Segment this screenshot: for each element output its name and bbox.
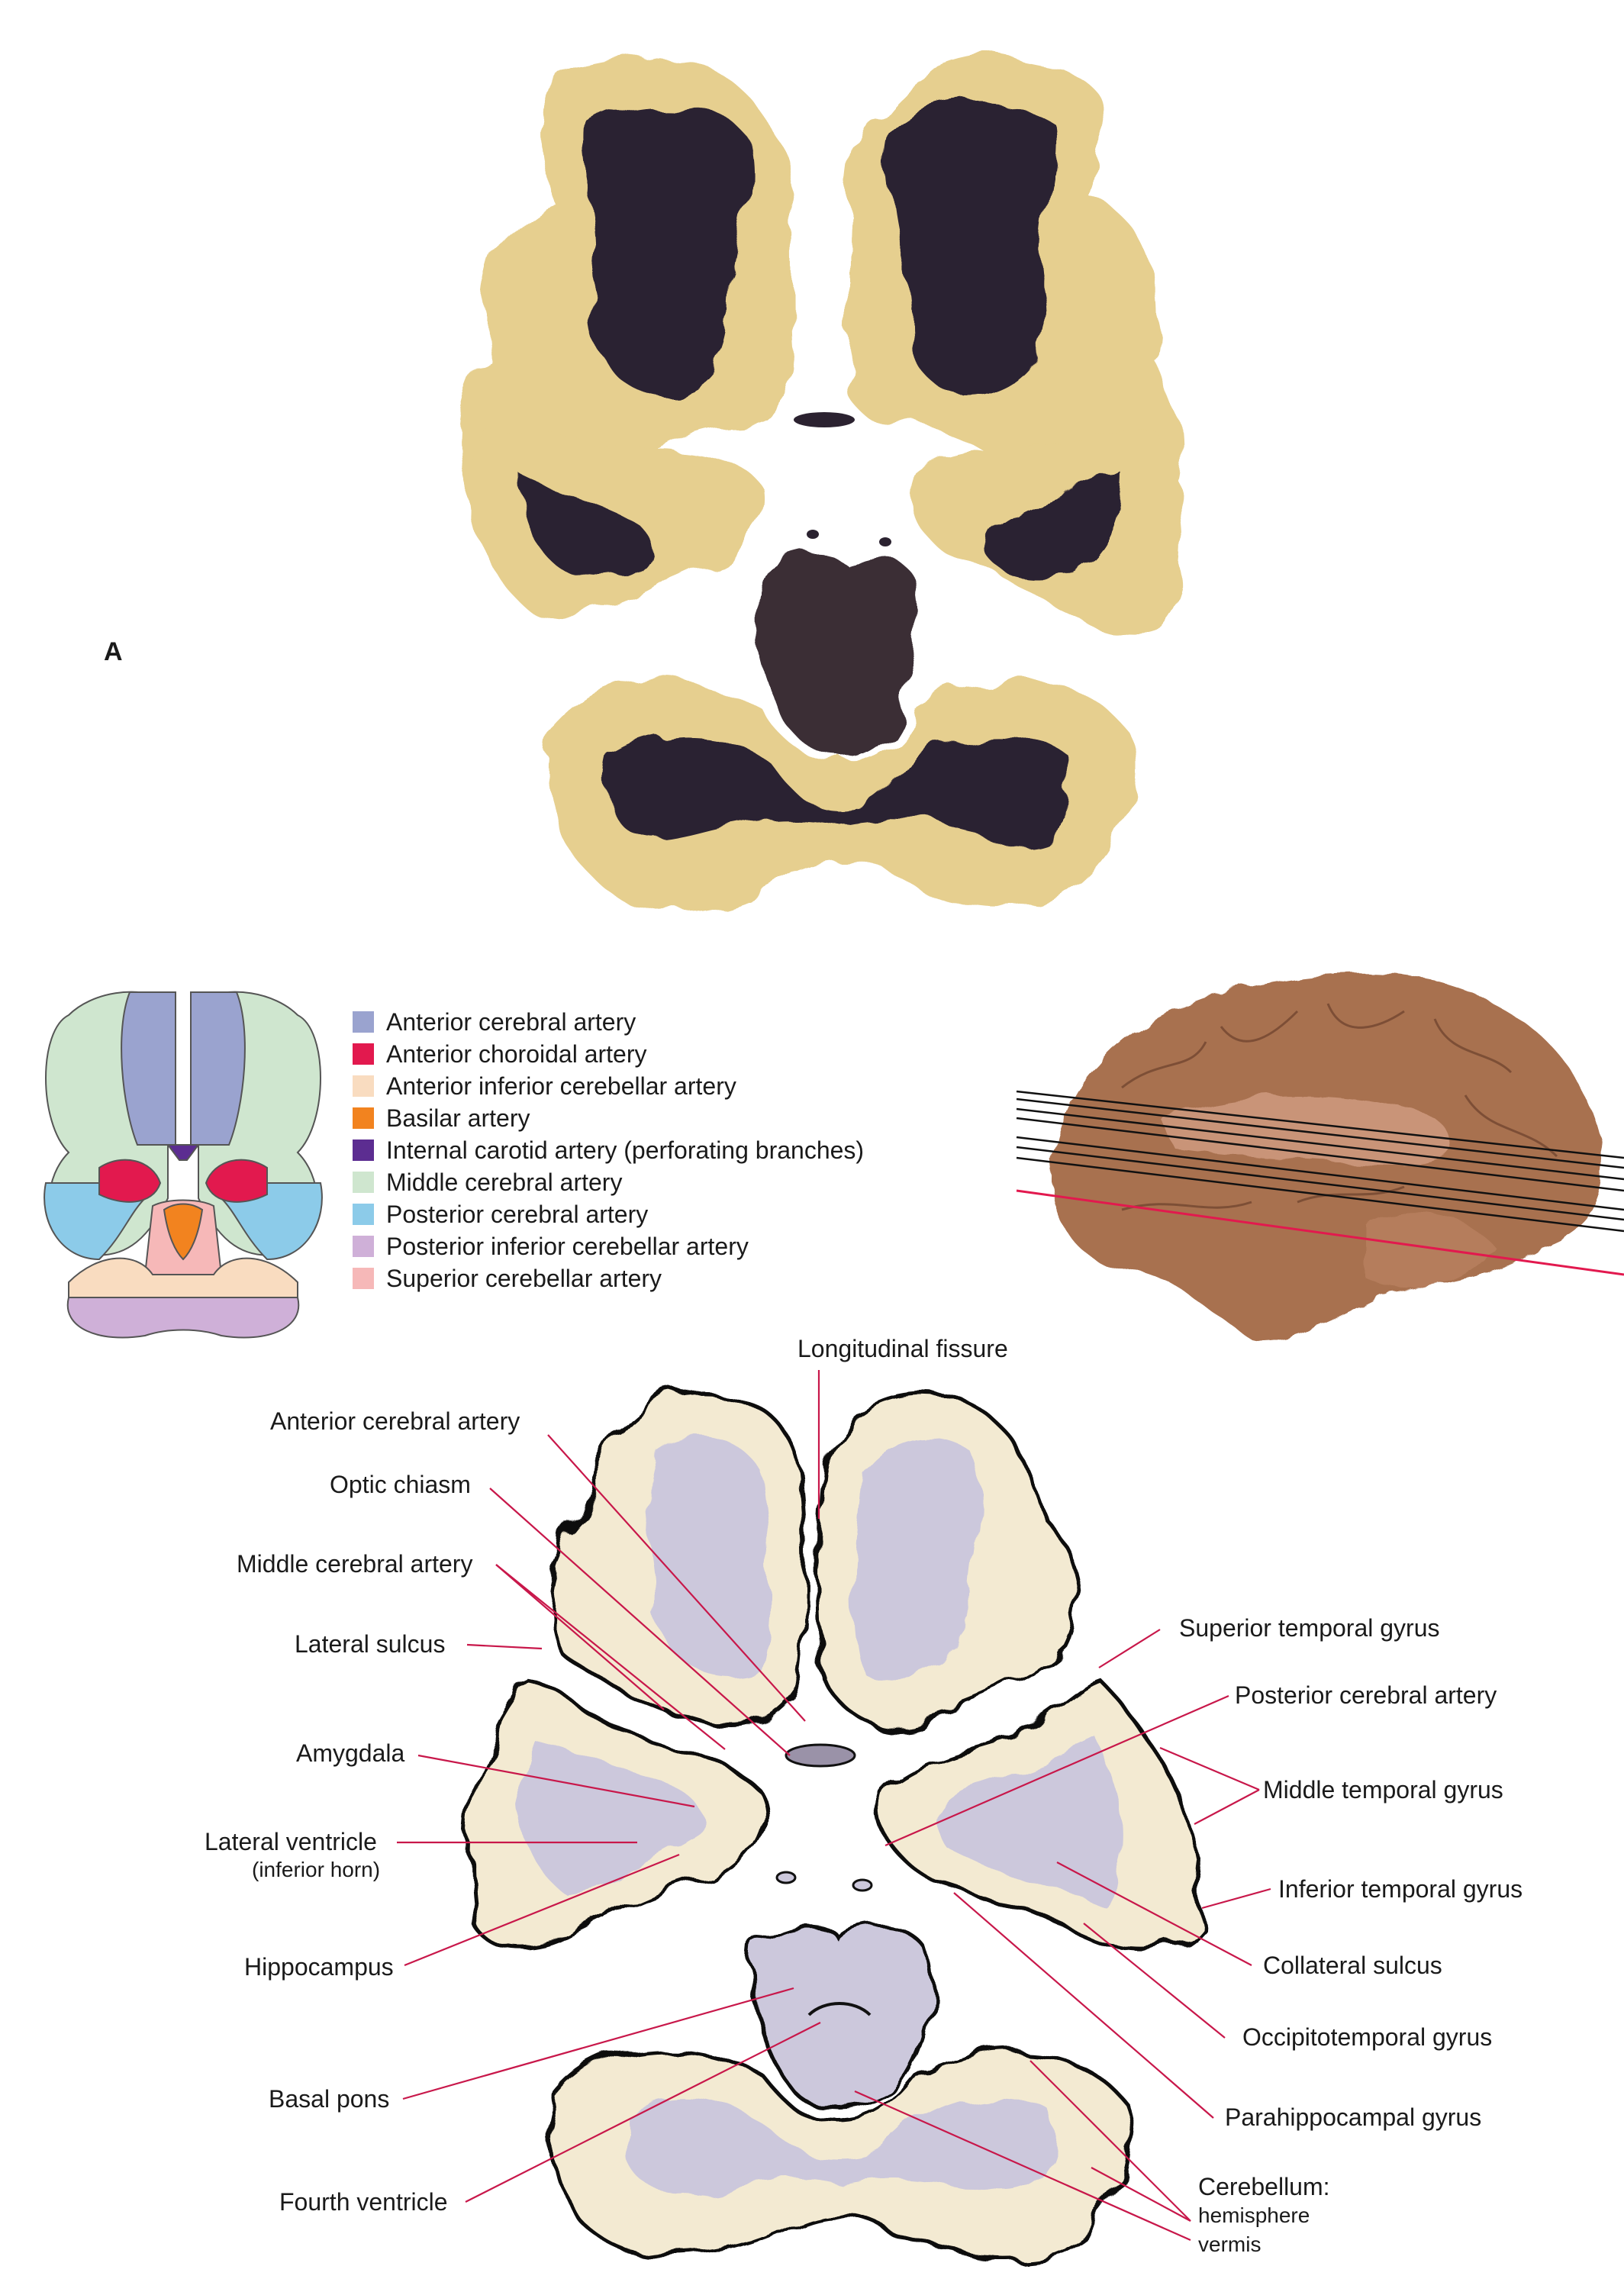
legend-item: Superior cerebellar artery — [353, 1262, 864, 1294]
label-cerebellum-hemisphere: hemisphere — [1198, 2203, 1310, 2227]
panel-letter: A — [104, 637, 123, 666]
label-fourth-ventricle: Fourth ventricle — [279, 2188, 448, 2216]
leader-collateral-sulcus — [1056, 1862, 1252, 1966]
stained-brain-section — [462, 53, 1186, 911]
legend-label: Posterior inferior cerebellar artery — [386, 1233, 749, 1260]
legend-label: Anterior cerebral artery — [386, 1008, 636, 1036]
label-longitudinal-fissure: Longitudinal fissure — [798, 1335, 1008, 1362]
leader-posterior-cerebral-artery — [884, 1694, 1229, 1847]
legend-swatch — [353, 1043, 374, 1065]
label-cerebellum: Cerebellum: — [1198, 2173, 1330, 2200]
legend-label: Posterior cerebral artery — [386, 1201, 649, 1228]
label-posterior-cerebral-artery: Posterior cerebral artery — [1235, 1681, 1497, 1709]
legend-label: Middle cerebral artery — [386, 1169, 623, 1196]
label-lateral-ventricle-sub: (inferior horn) — [252, 1858, 381, 1881]
label-lateral-ventricle: Lateral ventricle — [205, 1828, 377, 1855]
legend-label: Anterior choroidal artery — [386, 1040, 647, 1068]
legend-label: Superior cerebellar artery — [386, 1265, 662, 1292]
legend-swatch — [353, 1107, 374, 1129]
label-cerebellum-vermis: vermis — [1198, 2232, 1262, 2256]
label-hippocampus: Hippocampus — [244, 1953, 394, 1981]
label-middle-temporal-gyrus: Middle temporal gyrus — [1263, 1776, 1503, 1804]
legend-label: Internal carotid artery (perforating bra… — [386, 1136, 865, 1164]
legend-item: Internal carotid artery (perforating bra… — [353, 1134, 864, 1166]
legend-item: Anterior choroidal artery — [353, 1038, 864, 1070]
legend-item: Anterior inferior cerebellar artery — [353, 1070, 864, 1102]
label-occipitotemporal-gyrus: Occipitotemporal gyrus — [1242, 2023, 1493, 2051]
legend-item: Middle cerebral artery — [353, 1166, 864, 1198]
leader-cerebellum-hemisphere-1 — [1030, 2060, 1191, 2222]
labeled-section-drawing — [397, 1370, 1271, 2260]
label-optic-chiasm: Optic chiasm — [330, 1471, 471, 1498]
label-anterior-cerebral-artery: Anterior cerebral artery — [270, 1407, 520, 1435]
leader-occipitotemporal-gyrus — [1083, 1923, 1226, 2039]
legend-swatch — [353, 1011, 374, 1033]
label-collateral-sulcus: Collateral sulcus — [1263, 1952, 1442, 1979]
legend-item: Basilar artery — [353, 1102, 864, 1134]
legend-label: Anterior inferior cerebellar artery — [386, 1072, 736, 1100]
leader-middle-temporal-gyrus-1 — [1159, 1746, 1260, 1791]
legend-item: Posterior inferior cerebellar artery — [353, 1230, 864, 1262]
leader-hippocampus — [404, 1853, 680, 1967]
leader-basal-pons — [402, 1987, 794, 2100]
sagittal-brain-specimen — [1016, 973, 1624, 1341]
leader-middle-temporal-gyrus-2 — [1194, 1789, 1260, 1825]
label-lateral-sulcus: Lateral sulcus — [295, 1630, 446, 1658]
legend-item: Posterior cerebral artery — [353, 1198, 864, 1230]
legend-swatch — [353, 1075, 374, 1097]
arterial-territory-map — [44, 991, 323, 1339]
leader-lines — [397, 1370, 1271, 2242]
legend-swatch — [353, 1172, 374, 1193]
legend-swatch — [353, 1236, 374, 1257]
leader-optic-chiasm — [489, 1488, 791, 1756]
leader-parahippocampal-gyrus — [953, 1892, 1214, 2119]
label-amygdala: Amygdala — [296, 1739, 405, 1767]
legend-label: Basilar artery — [386, 1104, 530, 1132]
leader-amygdala — [417, 1754, 695, 1808]
leader-inferior-temporal-gyrus — [1201, 1887, 1271, 1910]
leader-lateral-sulcus — [466, 1643, 543, 1650]
leader-cerebellum-vermis — [854, 2090, 1191, 2242]
arterial-territory-legend: Anterior cerebral artery Anterior choroi… — [353, 1006, 864, 1294]
leader-superior-temporal-gyrus — [1098, 1629, 1161, 1668]
label-superior-temporal-gyrus: Superior temporal gyrus — [1179, 1614, 1440, 1642]
legend-swatch — [353, 1204, 374, 1225]
leader-middle-cerebral-artery-2 — [495, 1564, 665, 1710]
legend-swatch — [353, 1140, 374, 1161]
label-parahippocampal-gyrus: Parahippocampal gyrus — [1225, 2103, 1482, 2131]
label-basal-pons: Basal pons — [269, 2085, 390, 2113]
leader-cerebellum-hemisphere-2 — [1091, 2167, 1191, 2222]
leader-fourth-ventricle — [465, 2022, 821, 2203]
label-middle-cerebral-artery: Middle cerebral artery — [237, 1550, 473, 1578]
legend-item: Anterior cerebral artery — [353, 1006, 864, 1038]
leader-middle-cerebral-artery-1 — [495, 1564, 726, 1750]
legend-swatch — [353, 1268, 374, 1289]
label-inferior-temporal-gyrus: Inferior temporal gyrus — [1278, 1875, 1523, 1903]
leader-anterior-cerebral-artery — [547, 1434, 806, 1722]
